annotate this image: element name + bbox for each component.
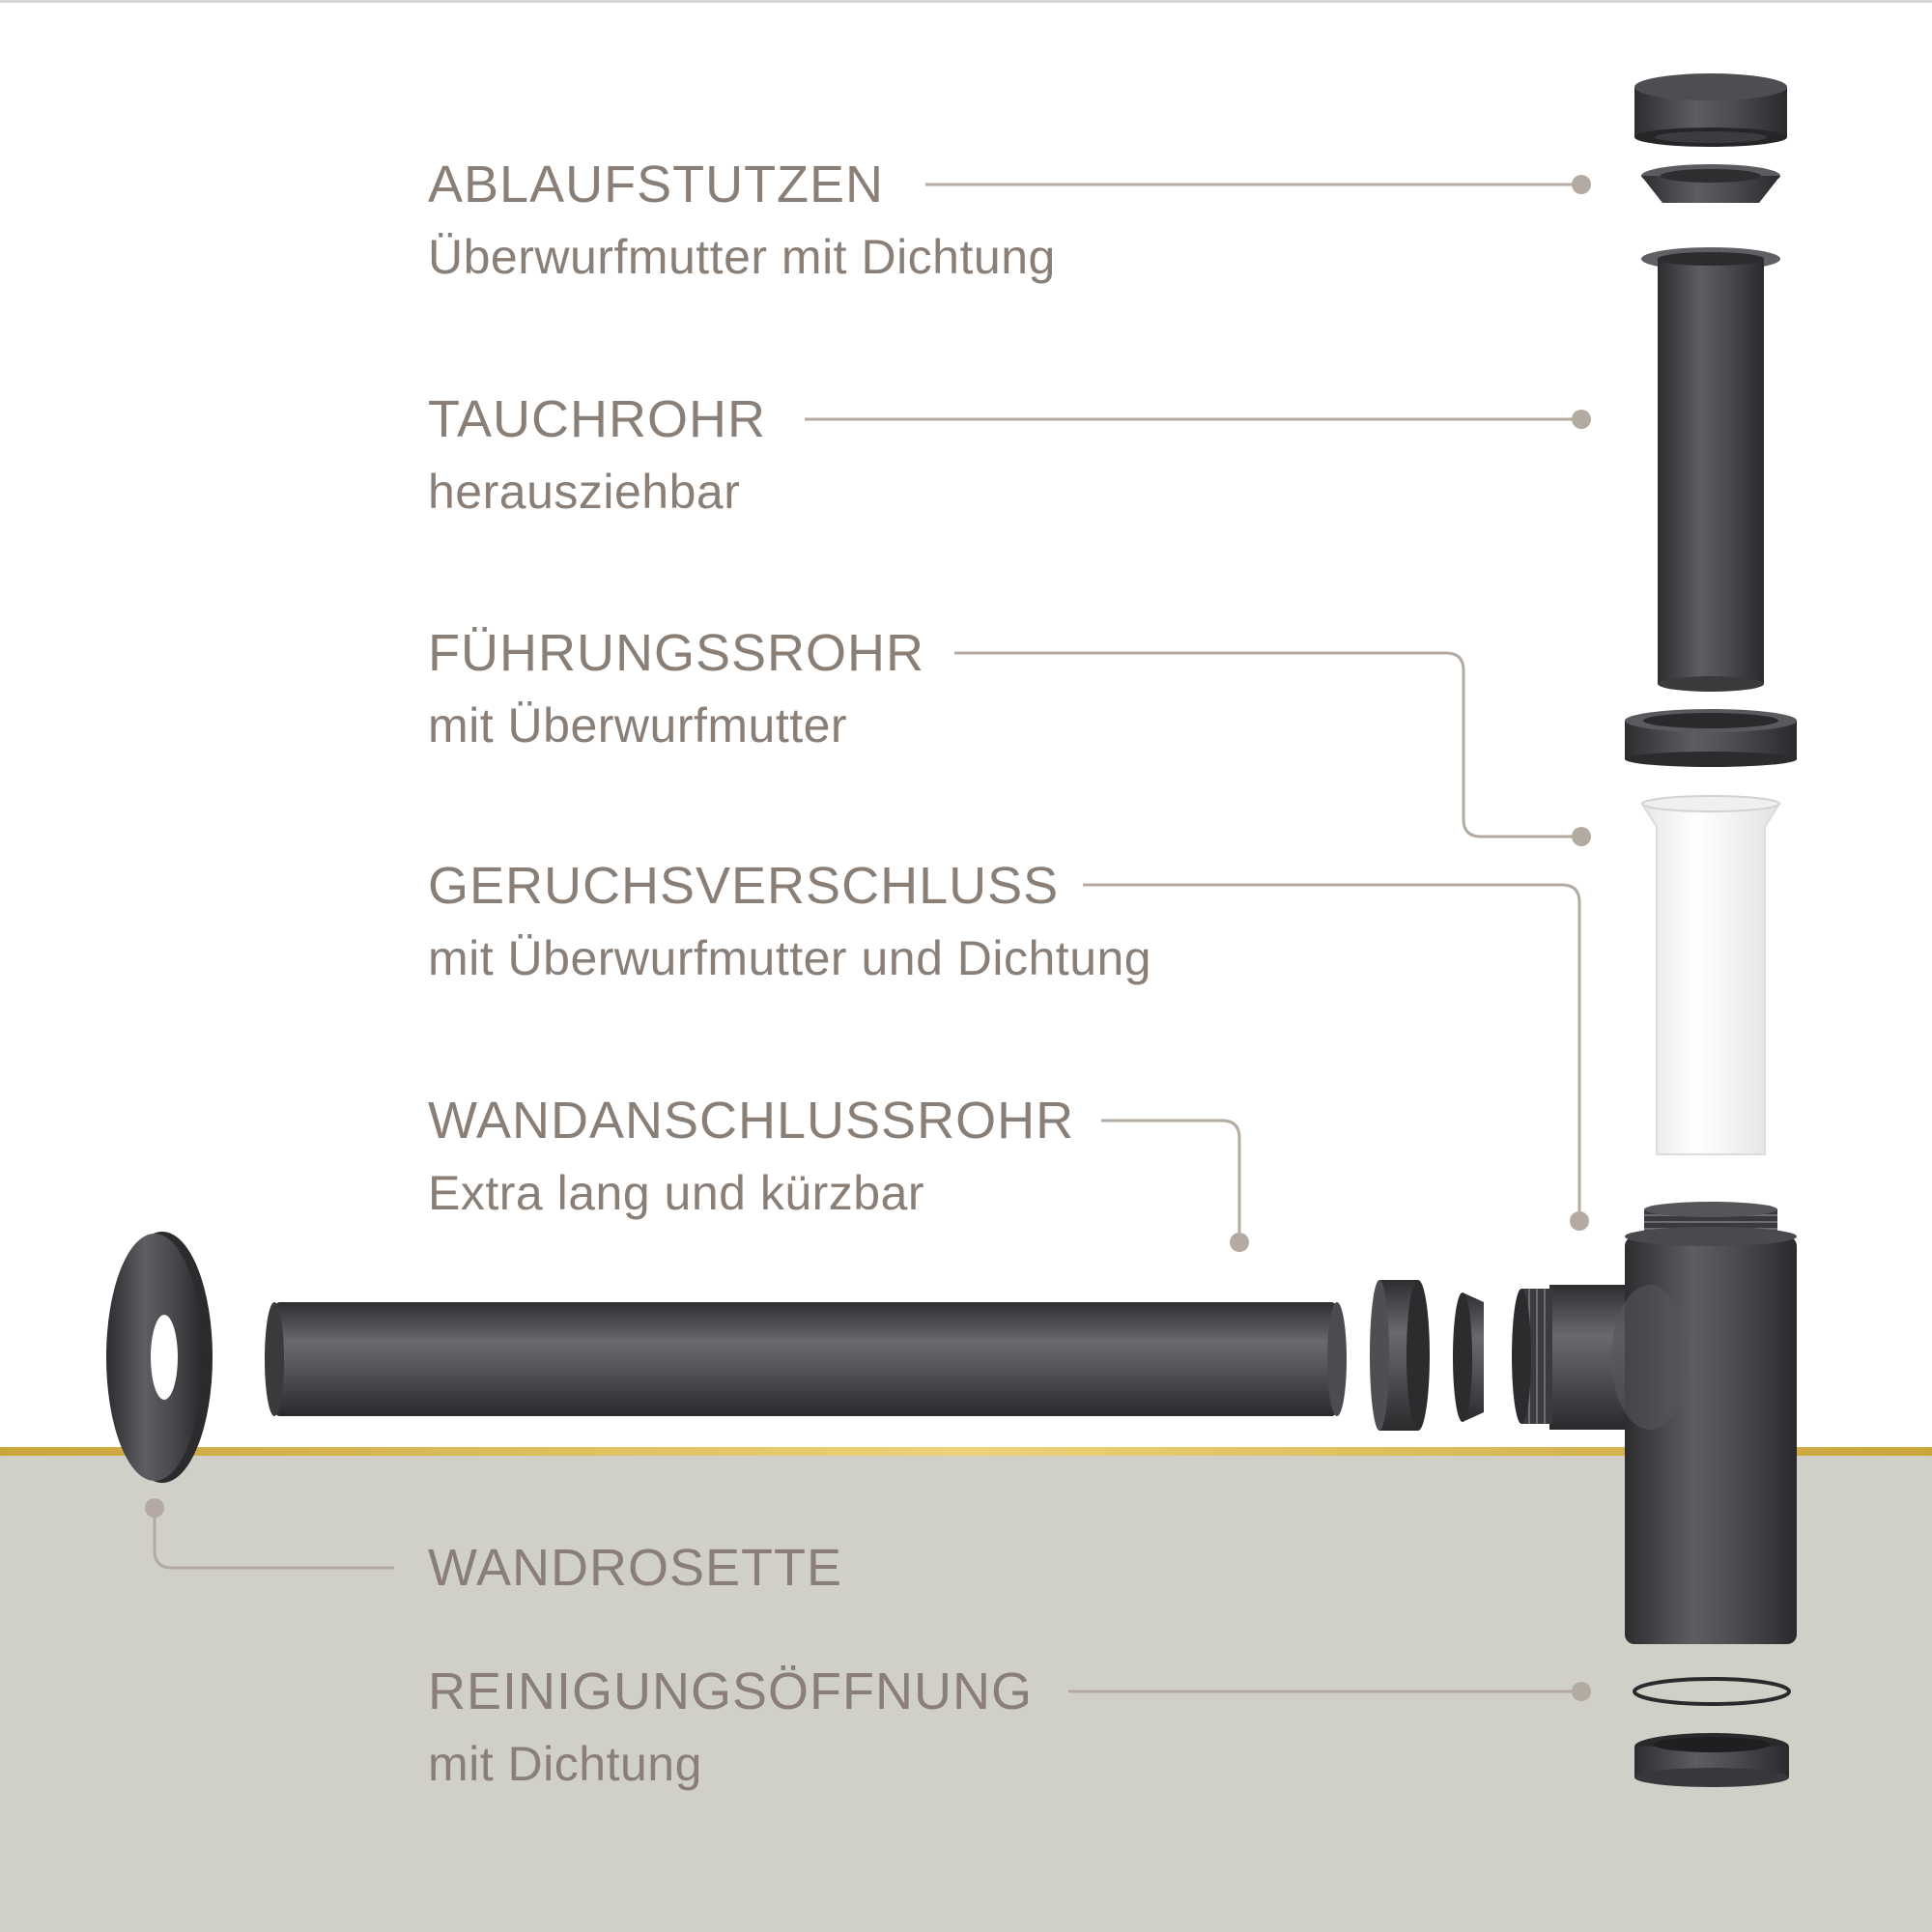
label-wandanschlussrohr: WANDANSCHLUSSROHR Extra lang und kürzbar <box>428 1091 1074 1222</box>
label-title-tauchrohr: TAUCHROHR <box>428 390 766 448</box>
label-title-fuehrungsrohr: FÜHRUNGSSROHR <box>428 624 925 682</box>
label-title-wandanschlussrohr: WANDANSCHLUSSROHR <box>428 1092 1075 1150</box>
gold-divider-line <box>0 1447 1932 1456</box>
leader-dot-reinigungsoeffnung <box>1572 1682 1591 1701</box>
label-title-ablaufstutzen: ABLAUFSTUTZEN <box>428 156 885 213</box>
top-nut-part <box>1634 73 1787 147</box>
wall-rosette-part <box>106 1232 213 1483</box>
leader-dot-wandrosette <box>145 1498 164 1518</box>
label-subtitle-reinigungsoeffnung: mit Dichtung <box>428 1737 702 1792</box>
white-guide-tube-part <box>1640 795 1781 1155</box>
label-title-geruchsverschluss: GERUCHSVERSCHLUSS <box>428 857 1060 915</box>
background-floor <box>0 1454 1932 1932</box>
leader-line-fuehrungsrohr <box>954 651 1581 838</box>
top-border <box>0 0 1932 3</box>
cleaning-cap-part <box>1634 1733 1789 1787</box>
cone-gasket-part <box>1453 1293 1484 1422</box>
leader-dot-wandanschlussrohr <box>1230 1233 1249 1252</box>
wall-pipe-part <box>265 1302 1347 1416</box>
trap-t-body-part <box>1512 1202 1797 1644</box>
leader-dots <box>145 175 1591 1701</box>
label-reinigungsoeffnung: REINIGUNGSÖFFNUNG mit Dichtung <box>428 1662 1033 1793</box>
leader-lines <box>153 183 1581 1693</box>
label-subtitle-tauchrohr: herausziehbar <box>428 465 741 520</box>
background-top <box>0 0 1932 1454</box>
leader-line-wandanschlussrohr <box>1101 1119 1241 1240</box>
label-wandrosette: WANDROSETTE <box>428 1538 842 1598</box>
tauchrohr-pipe-part <box>1641 247 1780 692</box>
leader-line-geruchsverschluss <box>1083 883 1581 1221</box>
flange-gasket-part <box>1641 164 1780 203</box>
leader-line-wandrosette <box>153 1508 394 1570</box>
leader-dot-ablaufstutzen <box>1572 175 1591 194</box>
label-fuehrungsrohr: FÜHRUNGSSROHR mit Überwurfmutter <box>428 623 924 754</box>
leader-dot-tauchrohr <box>1572 410 1591 429</box>
leader-dot-fuehrungsrohr <box>1572 827 1591 846</box>
o-ring-part <box>1633 1677 1791 1706</box>
label-geruchsverschluss: GERUCHSVERSCHLUSS mit Überwurfmutter und… <box>428 856 1151 987</box>
label-subtitle-fuehrungsrohr: mit Überwurfmutter <box>428 698 848 753</box>
guide-nut-part <box>1625 709 1797 767</box>
label-subtitle-geruchsverschluss: mit Überwurfmutter und Dichtung <box>428 931 1152 986</box>
label-tauchrohr: TAUCHROHR herausziehbar <box>428 389 766 521</box>
label-title-reinigungsoeffnung: REINIGUNGSÖFFNUNG <box>428 1662 1034 1720</box>
label-title-wandrosette: WANDROSETTE <box>428 1539 842 1597</box>
leader-dot-geruchsverschluss <box>1570 1211 1589 1231</box>
label-subtitle-ablaufstutzen: Überwurfmutter mit Dichtung <box>428 230 1056 285</box>
label-ablaufstutzen: ABLAUFSTUTZEN Überwurfmutter mit Dichtun… <box>428 155 1056 286</box>
horizontal-nut-part <box>1370 1280 1430 1431</box>
label-subtitle-wandanschlussrohr: Extra lang und kürzbar <box>428 1166 925 1221</box>
